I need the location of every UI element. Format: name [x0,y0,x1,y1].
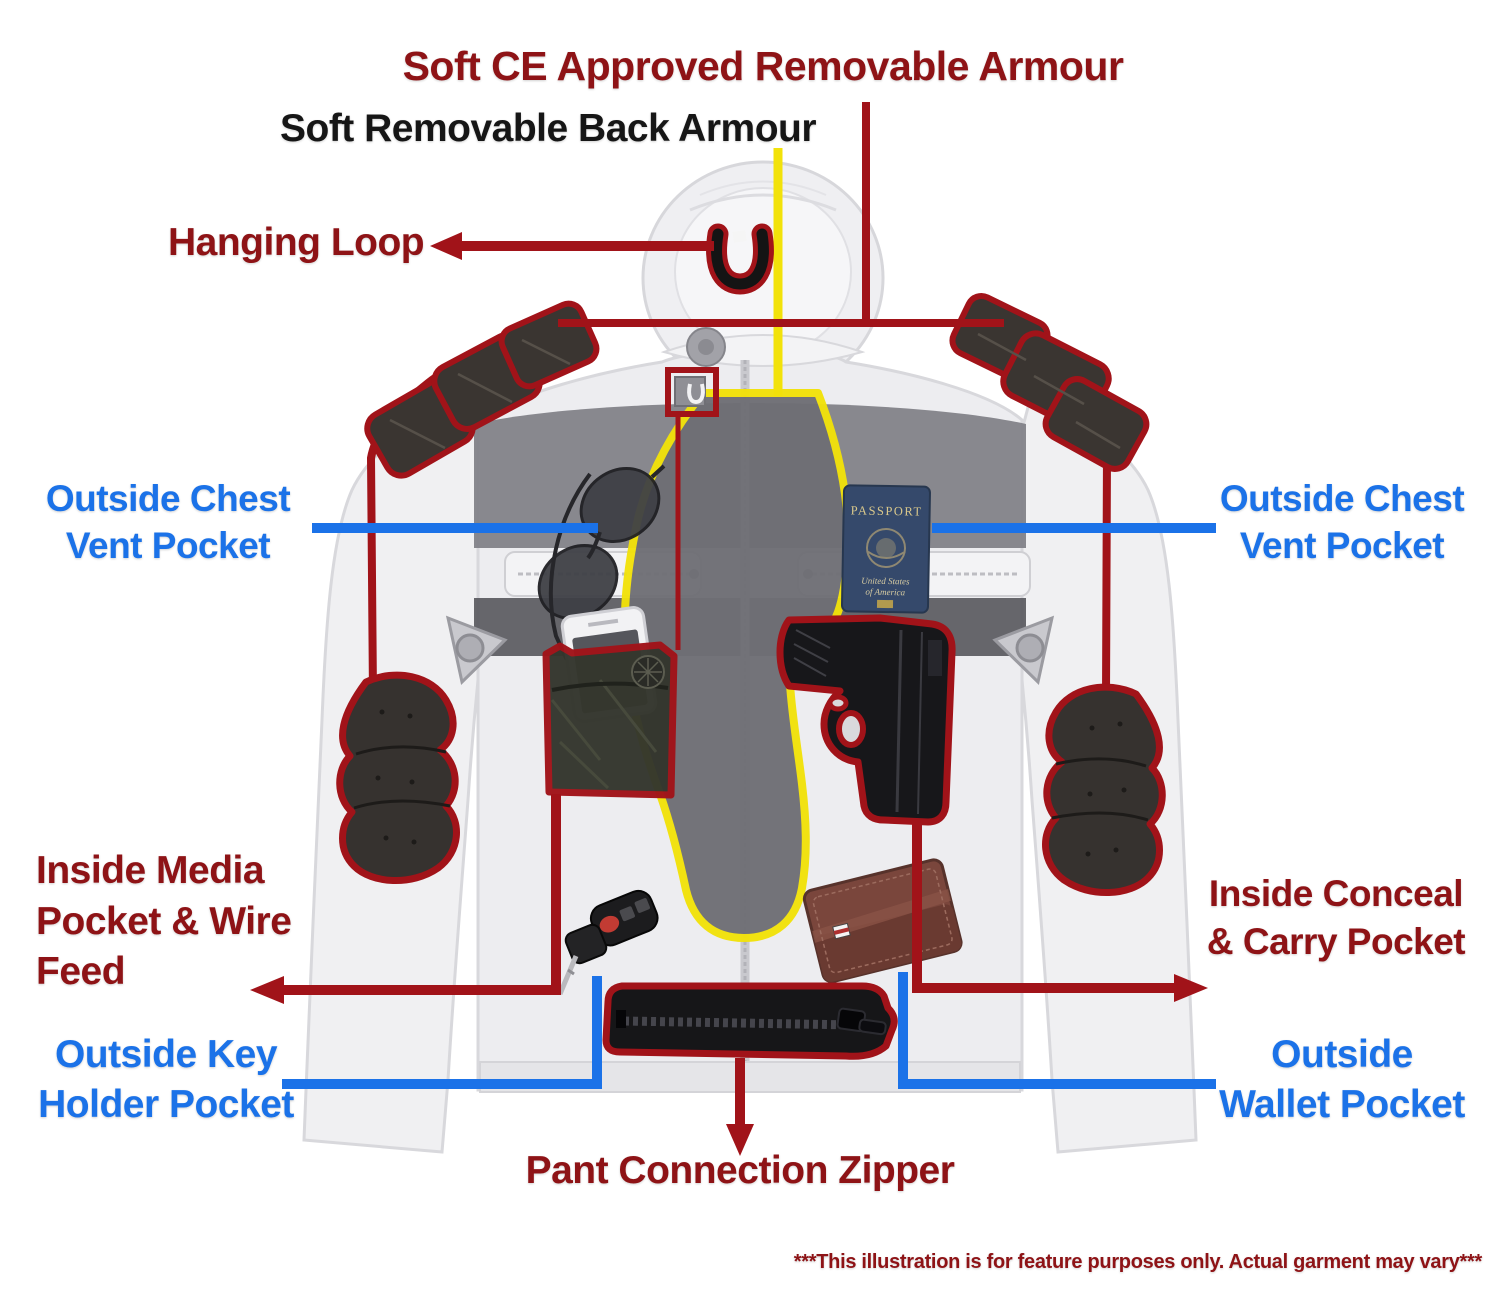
label-chest-vent-right: Outside Chest Vent Pocket [1192,476,1492,570]
wallet-line [898,972,1216,1089]
pant-connection-zipper-icon [602,982,898,1060]
pistol-icon [776,614,956,826]
label-line: Inside Conceal [1208,873,1464,914]
label-key-holder: Outside Key Holder Pocket [10,1030,322,1129]
label-media-pocket: Inside Media Pocket & Wire Feed [36,846,376,998]
label-line: Feed [36,950,126,994]
hanging-loop-icon [706,223,774,295]
passport-icon: PASSPORT United States of America [840,484,931,614]
label-line: Outside Chest [45,478,291,519]
media-pocket-line [284,794,561,995]
label-ce-armour: Soft CE Approved Removable Armour [402,43,1124,89]
connector-lines [250,102,1216,1156]
passport-line1: United States [861,576,910,587]
passport-line2: of America [865,587,905,598]
label-line: Holder Pocket [38,1082,294,1126]
label-line: Vent Pocket [1239,524,1445,566]
conceal-carry-arrowhead [1174,974,1208,1002]
hanging-loop-arrowhead [430,232,462,260]
elbow-armour-left [336,671,460,884]
disclaimer-text: ***This illustration is for feature purp… [793,1251,1483,1273]
label-pant-zipper: Pant Connection Zipper [525,1149,955,1192]
pant-zipper-arrowhead [726,1124,754,1156]
label-wallet: Outside Wallet Pocket [1192,1030,1492,1129]
label-line: Outside Key [54,1033,278,1076]
sleeve-buckle-right [992,615,1055,685]
label-back-armour: Soft Removable Back Armour [279,107,817,150]
label-line: & Carry Pocket [1206,921,1466,963]
wire-feed-loop [665,367,719,417]
media-pocket-with-phone [542,606,678,799]
label-line: Vent Pocket [65,524,271,566]
elbow-armour-right [1042,683,1166,896]
conceal-carry-line [912,820,1176,993]
shoulder-armour-left [364,300,600,697]
label-hanging-loop: Hanging Loop [168,221,425,264]
keys-icon [557,889,659,995]
label-line: Outside [1271,1033,1413,1076]
key-holder-line [282,976,602,1089]
label-line: Inside Media [36,849,265,892]
label-line: Outside Chest [1219,478,1465,519]
passport-title: PASSPORT [851,503,923,518]
sleeve-buckle-left [445,615,508,685]
label-conceal-carry: Inside Conceal & Carry Pocket [1178,870,1494,966]
label-line: Pocket & Wire [36,899,292,943]
label-line: Wallet Pocket [1219,1082,1465,1126]
media-pocket-arrowhead [250,976,284,1004]
label-chest-vent-left: Outside Chest Vent Pocket [18,476,318,570]
shoulder-armour-right [949,293,1150,697]
